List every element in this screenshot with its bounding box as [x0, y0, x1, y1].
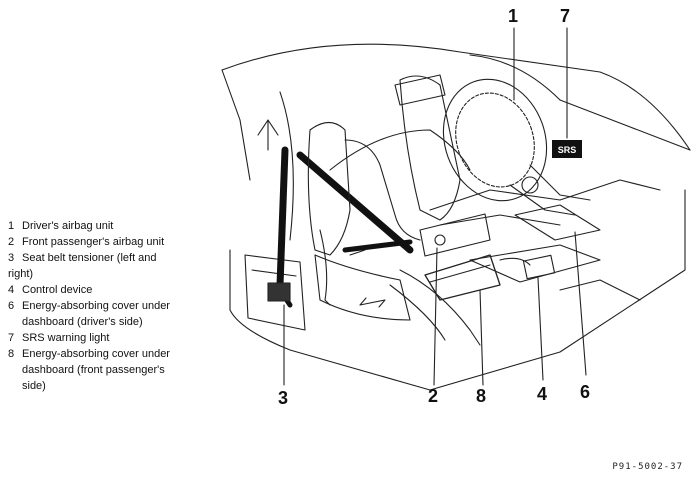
- callout-3: 3: [278, 388, 289, 408]
- srs-warning-light-label: SRS: [558, 145, 577, 155]
- legend-number: 4: [8, 284, 15, 296]
- legend-text: SRS warning light: [22, 332, 110, 344]
- legend-number: 6: [8, 300, 15, 312]
- control-device: [522, 254, 556, 280]
- callout-1: 1: [508, 6, 519, 26]
- legend-text: Energy-absorbing cover under dashboard (…: [22, 348, 170, 392]
- legend-text: Driver's airbag unit: [22, 220, 114, 232]
- leader-line-4: [537, 277, 544, 381]
- legend-item-4: 4 Control device: [8, 282, 176, 298]
- legend-number: 7: [8, 332, 15, 344]
- cover-rib: [429, 264, 491, 283]
- driver-airbag-module: [455, 92, 535, 188]
- pedal-area: [559, 279, 641, 301]
- seat-cushion-left: [314, 254, 411, 321]
- seat-belt-lap: [342, 239, 413, 253]
- energy-absorbing-cover-driver: [514, 204, 601, 241]
- leader-line-2: [433, 247, 438, 386]
- leader-line-8: [479, 289, 484, 386]
- column-joint: [521, 176, 539, 194]
- steering-column-lower: [509, 184, 576, 216]
- legend-text: Seat belt tensioner (left and right): [8, 252, 157, 280]
- dashboard-top: [429, 179, 661, 211]
- legend-number: 1: [8, 220, 15, 232]
- callout-2: 2: [428, 386, 439, 406]
- door-sill: [229, 249, 431, 391]
- wiring-harness: [329, 129, 471, 171]
- b-pillar: [279, 91, 294, 241]
- occupant-arm: [319, 229, 331, 306]
- seat-belt-diagonal: [296, 151, 414, 254]
- legend-item-8: 8 Energy-absorbing cover under dashboard …: [8, 346, 176, 394]
- passenger-airbag-unit: [419, 213, 491, 257]
- roof-line: [221, 43, 691, 151]
- legend-text: Control device: [22, 284, 93, 296]
- door-trim: [251, 269, 297, 277]
- callout-8: 8: [476, 386, 487, 406]
- callout-6: 6: [580, 382, 591, 402]
- energy-absorbing-cover-passenger: [424, 254, 501, 301]
- callout-4: 4: [537, 384, 548, 404]
- legend-item-7: 7 SRS warning light: [8, 330, 176, 346]
- callout-7: 7: [560, 6, 571, 26]
- windshield-pillar: [469, 54, 561, 101]
- srs-warning-light: [552, 140, 582, 158]
- legend-text: Energy-absorbing cover under dashboard (…: [22, 300, 170, 328]
- airbag-connector: [434, 234, 446, 246]
- seat-back-right: [399, 75, 461, 221]
- steering-column: [529, 164, 591, 201]
- legend-item-6: 6 Energy-absorbing cover under dashboard …: [8, 298, 176, 330]
- legend-item-2: 2 Front passenger's airbag unit: [8, 234, 176, 250]
- leader-line-6: [574, 231, 587, 376]
- seat-belt-shoulder-left: [276, 146, 289, 289]
- windshield-base: [559, 99, 691, 151]
- headrest: [394, 74, 446, 106]
- legend: 1 Driver's airbag unit 2 Front passenger's…: [8, 218, 176, 394]
- adjust-arrow-horizontal: [359, 297, 386, 308]
- legend-number: 2: [8, 236, 15, 248]
- occupant-torso: [344, 139, 421, 241]
- floor-line-right: [429, 189, 686, 391]
- dashboard-edge: [439, 214, 561, 226]
- adjust-arrow-vertical: [257, 119, 279, 151]
- reference-code: P91-5002-37: [612, 462, 683, 472]
- occupant-leg-1: [399, 269, 481, 346]
- adjust-arrow-small: [349, 249, 366, 256]
- legend-number: 8: [8, 348, 15, 360]
- legend-number: 3: [8, 252, 15, 264]
- control-wiring: [499, 257, 531, 266]
- occupant-leg-2: [389, 284, 446, 341]
- steering-wheel: [442, 78, 548, 202]
- seat-belt-tensioner-unit: [267, 282, 291, 302]
- legend-item-1: 1 Driver's airbag unit: [8, 218, 176, 234]
- seat-back-left: [307, 121, 351, 256]
- legend-text: Front passenger's airbag unit: [22, 236, 165, 248]
- center-console: [469, 244, 601, 283]
- a-pillar-left: [221, 69, 251, 181]
